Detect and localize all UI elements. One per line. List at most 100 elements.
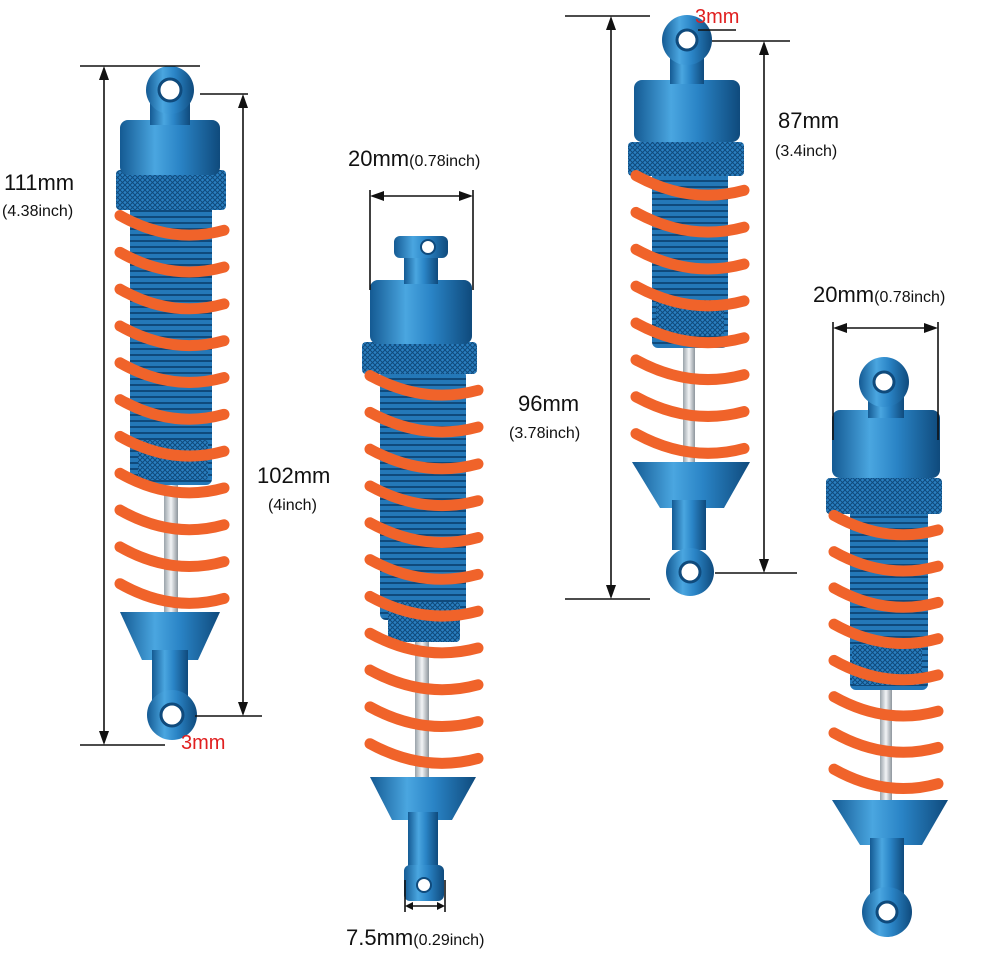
preload-collar: [628, 142, 744, 176]
top-cap: [120, 120, 220, 175]
preload-collar: [362, 342, 477, 374]
shock-d: [826, 357, 948, 937]
spring-coil: [630, 170, 750, 201]
coil-spring: [114, 210, 230, 609]
eyelet-hole: [872, 370, 896, 394]
arrowhead: [99, 731, 109, 745]
arrowhead: [437, 902, 445, 910]
shock-d-width-inch: (0.78inch): [874, 289, 946, 306]
mount-hole: [420, 239, 436, 255]
spring-coil: [364, 590, 484, 622]
spring-coil: [364, 406, 484, 438]
spring-coil: [114, 430, 230, 462]
spring-coil: [828, 582, 944, 613]
arrowhead: [759, 41, 769, 55]
spring-coil: [828, 618, 944, 649]
spring-coil: [114, 320, 230, 352]
shock-b-mount-width-label: 7.5mm(0.29inch): [346, 925, 484, 951]
spring-coil: [364, 370, 484, 401]
spring-coil: [828, 654, 944, 686]
spring-coil: [114, 541, 230, 572]
coil-spring: [364, 370, 484, 769]
spring-coil: [828, 546, 944, 577]
spring-coil: [114, 283, 230, 315]
spring-retainer: [120, 612, 220, 660]
spring-coil: [364, 517, 484, 548]
shock-d-width-mm: 20mm: [813, 282, 875, 307]
shock-b-mount-width-mm: 7.5mm: [346, 925, 414, 950]
spring-coil: [630, 391, 750, 422]
arrowhead: [405, 902, 413, 910]
spring-coil: [364, 480, 484, 512]
shock-c-overall-length-inch: (3.78inch): [509, 425, 581, 442]
spring-coil: [114, 357, 230, 388]
eyelet-hole: [678, 560, 702, 584]
mount-hole: [416, 877, 432, 893]
shock-b: [362, 236, 484, 901]
shock-a-hole-size: 3mm: [181, 732, 226, 754]
spring-coil: [364, 554, 484, 585]
spring-coil: [114, 394, 230, 425]
spring-coil: [114, 467, 230, 499]
shaft: [164, 480, 178, 615]
arrowhead: [99, 66, 109, 80]
shock-c-overall-length-mm: 96mm: [518, 391, 580, 416]
arrowhead: [606, 585, 616, 599]
shock-b-width-label: 20mm(0.78inch): [348, 146, 480, 172]
spring-retainer: [832, 800, 948, 845]
spring-coil: [364, 701, 484, 732]
shock-c-eye-center-inch: (3.4inch): [775, 143, 838, 160]
spring-coil: [114, 504, 230, 536]
top-cap: [370, 280, 472, 344]
shock-c-eye-center-mm: 87mm: [778, 108, 840, 133]
eyelet-hole: [875, 900, 899, 924]
eyelet-hole: [159, 702, 185, 728]
arrowhead: [459, 191, 473, 201]
spring-coil: [364, 664, 484, 696]
spring-coil: [630, 317, 750, 349]
shock-c: [628, 15, 750, 596]
spring-coil: [630, 354, 750, 386]
shock-a-eye-center-inch: (4inch): [268, 497, 317, 514]
arrowhead: [370, 191, 384, 201]
arrowhead: [833, 323, 847, 333]
spring-coil: [828, 691, 944, 722]
dimension-lines: [80, 15, 939, 912]
spring-coil: [828, 763, 944, 794]
dimension-arrows: [99, 16, 938, 910]
spring-retainer: [370, 777, 476, 820]
shock-a-eye-center-mm: 102mm: [257, 463, 331, 488]
spring-coil: [114, 578, 230, 609]
spring-coil: [630, 428, 750, 459]
spring-coil: [364, 627, 484, 659]
spring-coil: [364, 738, 484, 769]
top-cap: [832, 410, 940, 478]
bottom-stem: [672, 500, 706, 550]
arrowhead: [924, 323, 938, 333]
eyelet-hole: [675, 28, 699, 52]
shock-a: [114, 66, 230, 740]
arrowhead: [238, 702, 248, 716]
shock-c-hole-size: 3mm: [695, 6, 740, 28]
coil-spring: [828, 509, 944, 794]
coil-spring: [630, 170, 750, 459]
spring-coil: [630, 280, 750, 312]
spring-coil: [114, 210, 230, 241]
shock-a-overall-length-mm: 111mm: [4, 170, 75, 195]
arrowhead: [606, 16, 616, 30]
spring-coil: [114, 246, 230, 278]
bottom-stem: [408, 812, 438, 872]
spring-coil: [630, 206, 750, 238]
arrowhead: [759, 559, 769, 573]
eyelet-hole: [157, 77, 183, 103]
preload-collar: [116, 170, 226, 210]
shock-b-width-mm: 20mm: [348, 146, 410, 171]
arrowhead: [238, 94, 248, 108]
shock-a-overall-length-inch: (4.38inch): [2, 203, 74, 220]
top-cap: [634, 80, 740, 142]
spring-coil: [364, 443, 484, 475]
spring-coil: [630, 243, 750, 275]
shock-d-width-label: 20mm(0.78inch): [813, 282, 945, 308]
